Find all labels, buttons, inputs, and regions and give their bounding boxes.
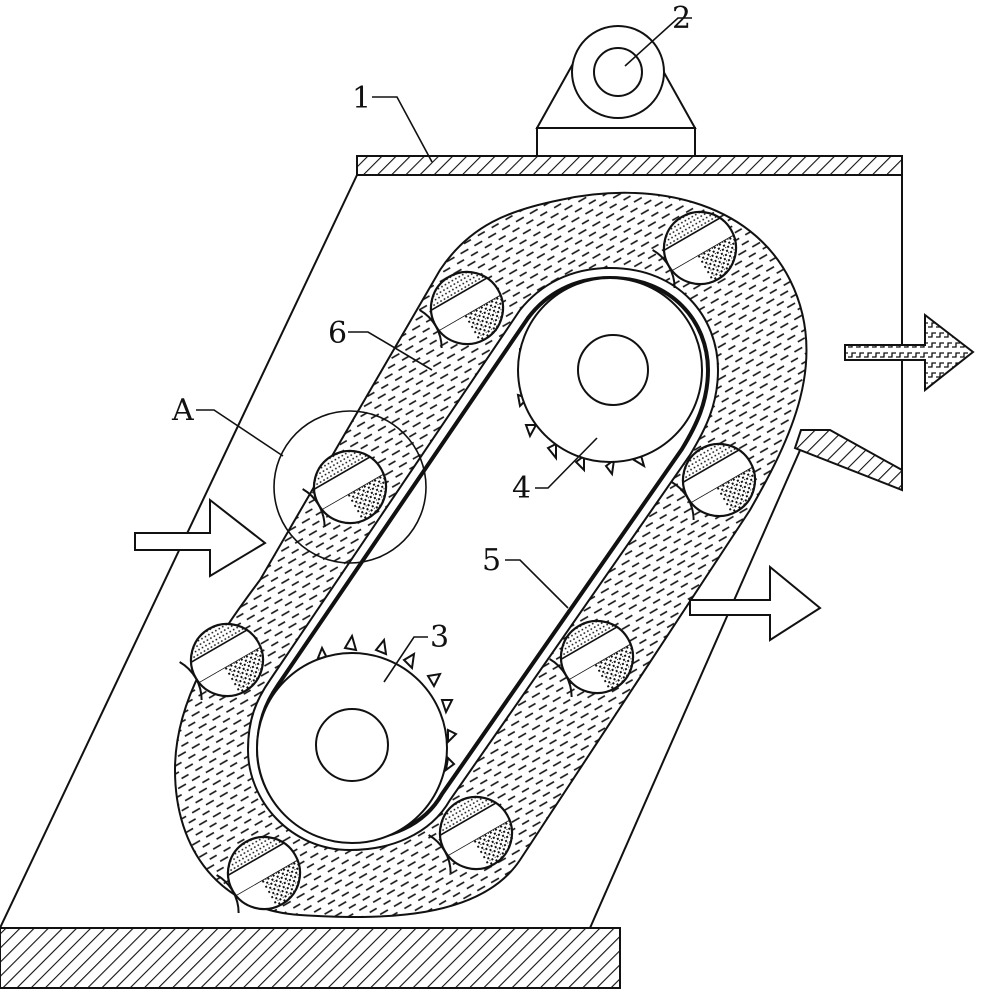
upper-gear xyxy=(516,277,703,477)
motor xyxy=(535,25,697,157)
detail-circle-a xyxy=(273,410,427,564)
housing xyxy=(0,155,903,989)
roller xyxy=(300,437,400,537)
outlet-chute xyxy=(793,429,903,492)
label-lower-gear: 3 xyxy=(430,620,449,655)
outlet-arrow-lower xyxy=(689,564,822,642)
leader-lines xyxy=(196,17,692,683)
label-detail-a: A xyxy=(171,393,194,428)
housing-bottom-plate xyxy=(0,927,621,989)
label-upper-gear: 4 xyxy=(512,471,531,506)
exhaust-arrow xyxy=(844,312,975,393)
label-motor: 2 xyxy=(672,1,691,36)
label-housing: 1 xyxy=(352,81,371,116)
housing-top-plate xyxy=(356,155,903,176)
inlet-arrow xyxy=(134,497,267,578)
roller xyxy=(426,783,526,883)
labels: 1 2 6 A 4 5 3 xyxy=(171,1,691,655)
label-chain: 5 xyxy=(482,543,501,578)
lower-gear xyxy=(256,633,458,844)
conveyor-belt xyxy=(173,191,808,918)
label-belt: 6 xyxy=(328,316,347,351)
